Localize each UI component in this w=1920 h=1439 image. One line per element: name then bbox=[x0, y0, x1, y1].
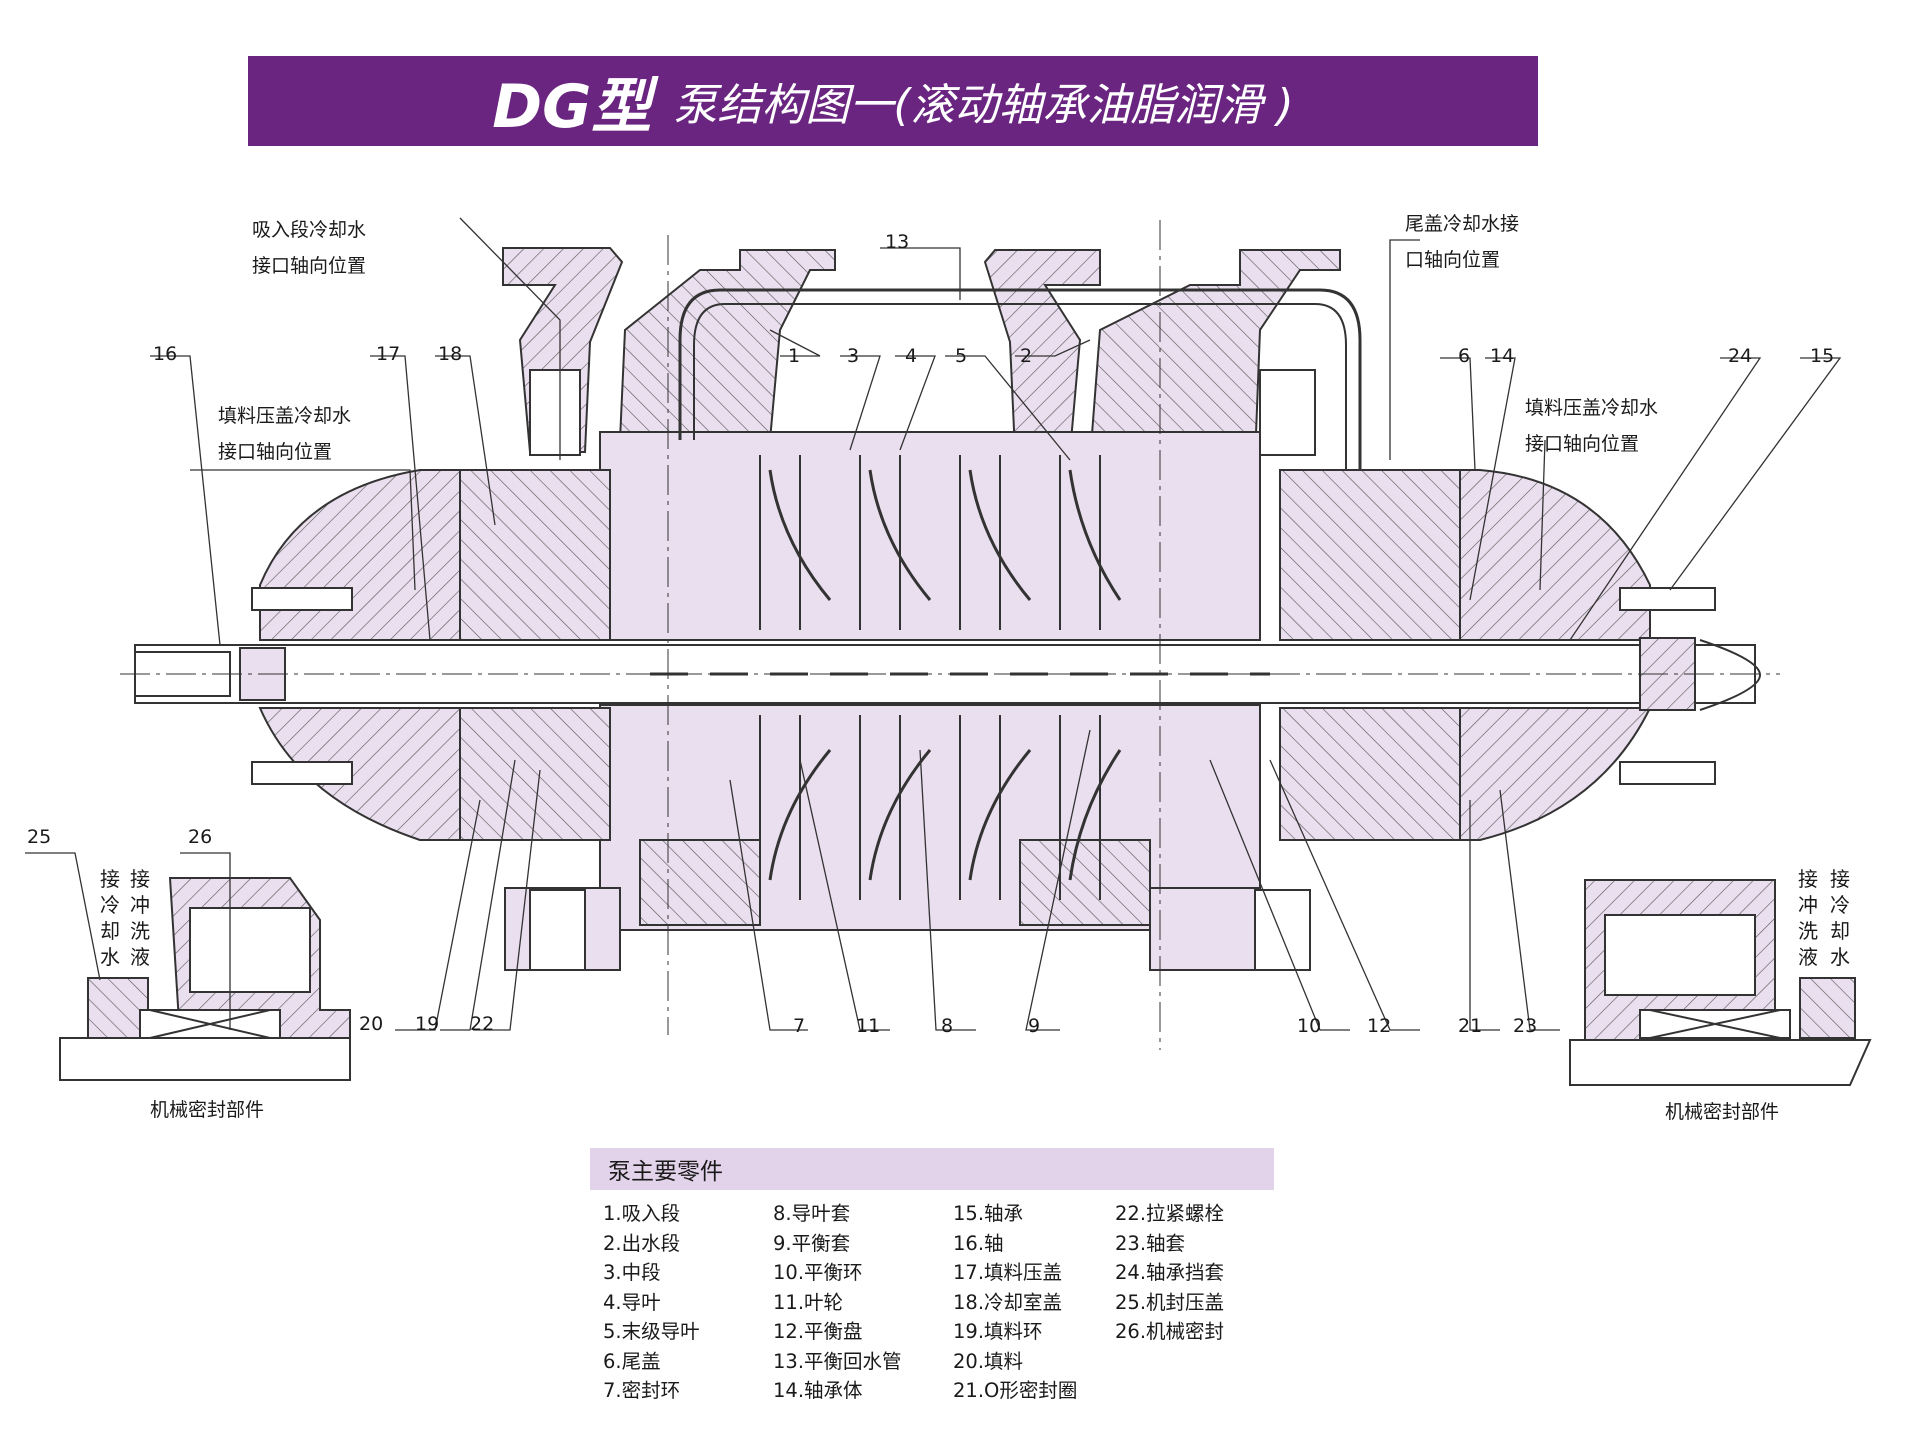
annotation-suction-cooling: 吸入段冷却水 接口轴向位置 bbox=[252, 212, 366, 284]
part-item: 13.平衡回水管 bbox=[773, 1349, 902, 1373]
part-item: 21.O形密封圈 bbox=[953, 1379, 1078, 1402]
callout-14: 14 bbox=[1490, 345, 1515, 367]
annotation-line: 口轴向位置 bbox=[1405, 249, 1501, 271]
callout-20: 20 bbox=[359, 1013, 384, 1035]
callout-3: 3 bbox=[847, 345, 860, 367]
parts-list-col1: 1.吸入段 2.出水段 3.中段 4.导叶 5.末级导叶 6.尾盖 7.密封环 bbox=[603, 1199, 700, 1406]
callout-16: 16 bbox=[153, 343, 178, 365]
mech-seal-left-caption: 机械密封部件 bbox=[150, 1099, 265, 1121]
callout-11: 11 bbox=[856, 1015, 881, 1037]
annotation-line: 尾盖冷却水接 bbox=[1405, 213, 1520, 235]
part-item: 26.机械密封 bbox=[1115, 1320, 1225, 1343]
part-item: 14.轴承体 bbox=[773, 1379, 863, 1402]
tie-bolts bbox=[251, 369, 1716, 971]
callout-19: 19 bbox=[415, 1013, 440, 1035]
part-item: 24.轴承挡套 bbox=[1115, 1261, 1225, 1284]
callout-4: 4 bbox=[905, 345, 918, 367]
parts-list-title: 泵主要零件 bbox=[608, 1159, 723, 1185]
part-item: 7.密封环 bbox=[603, 1379, 681, 1402]
part-item: 12.平衡盘 bbox=[773, 1320, 863, 1343]
seal-left-cooling-label: 接冷却水 bbox=[100, 867, 120, 969]
callout-7: 7 bbox=[793, 1015, 806, 1037]
part-item: 4.导叶 bbox=[603, 1290, 661, 1314]
part-item: 8.导叶套 bbox=[773, 1202, 851, 1225]
mech-seal-right bbox=[1569, 879, 1872, 1086]
leader-lines bbox=[25, 217, 1842, 1031]
annotation-line: 接口轴向位置 bbox=[252, 255, 367, 277]
callout-24: 24 bbox=[1728, 345, 1753, 367]
title-main: DG型 bbox=[492, 71, 652, 142]
callout-8: 8 bbox=[941, 1015, 954, 1037]
part-item: 17.填料压盖 bbox=[953, 1261, 1063, 1284]
title-banner: DG型 泵结构图一(滚动轴承油脂润滑 ) bbox=[248, 56, 1538, 146]
part-item: 22.拉紧螺栓 bbox=[1115, 1202, 1225, 1225]
part-item: 5.末级导叶 bbox=[603, 1320, 700, 1343]
callout-26: 26 bbox=[188, 826, 213, 848]
annotation-gland-cooling-right: 填料压盖冷却水 接口轴向位置 bbox=[1525, 390, 1658, 462]
callout-9: 9 bbox=[1028, 1015, 1041, 1037]
callout-1: 1 bbox=[788, 345, 801, 367]
callout-25: 25 bbox=[27, 826, 52, 848]
part-item: 6.尾盖 bbox=[603, 1349, 661, 1373]
part-item: 25.机封压盖 bbox=[1115, 1290, 1225, 1314]
part-item: 1.吸入段 bbox=[603, 1202, 681, 1225]
part-item: 19.填料环 bbox=[953, 1320, 1043, 1343]
balance-return-pipe bbox=[678, 288, 1362, 470]
seal-left-flush-label: 接冲洗液 bbox=[130, 867, 150, 969]
seal-right-cooling-label: 接冷却水 bbox=[1830, 867, 1850, 969]
callout-2: 2 bbox=[1020, 345, 1033, 367]
part-item: 2.出水段 bbox=[603, 1231, 681, 1255]
part-item: 3.中段 bbox=[603, 1261, 661, 1284]
part-item: 11.叶轮 bbox=[773, 1290, 844, 1314]
callout-23: 23 bbox=[1513, 1015, 1538, 1037]
part-item: 20.填料 bbox=[953, 1349, 1024, 1373]
callout-22: 22 bbox=[470, 1013, 495, 1035]
annotation-gland-cooling-left: 填料压盖冷却水 接口轴向位置 bbox=[218, 398, 351, 470]
part-item: 10.平衡环 bbox=[773, 1261, 863, 1284]
pump-body bbox=[258, 247, 1652, 971]
annotation-line: 接口轴向位置 bbox=[218, 441, 333, 463]
annotation-line: 吸入段冷却水 bbox=[252, 219, 367, 241]
part-item: 15.轴承 bbox=[953, 1202, 1024, 1225]
callout-18: 18 bbox=[438, 343, 463, 365]
annotation-line: 接口轴向位置 bbox=[1525, 433, 1640, 455]
callout-5: 5 bbox=[955, 345, 968, 367]
callout-21: 21 bbox=[1458, 1015, 1483, 1037]
annotation-tailcover-cooling: 尾盖冷却水接 口轴向位置 bbox=[1405, 206, 1519, 278]
part-item: 16.轴 bbox=[953, 1231, 1004, 1255]
callout-17: 17 bbox=[376, 343, 401, 365]
parts-list-header: 泵主要零件 bbox=[590, 1148, 1274, 1190]
callout-13: 13 bbox=[885, 231, 910, 253]
mech-seal-right-caption: 机械密封部件 bbox=[1665, 1101, 1780, 1123]
callout-15: 15 bbox=[1810, 345, 1835, 367]
parts-list-col2: 8.导叶套 9.平衡套 10.平衡环 11.叶轮 12.平衡盘 13.平衡回水管… bbox=[773, 1199, 902, 1406]
title-sub: 泵结构图一(滚动轴承油脂润滑 ) bbox=[673, 80, 1294, 131]
callout-10: 10 bbox=[1297, 1015, 1322, 1037]
mech-seal-left bbox=[59, 877, 351, 1081]
callout-12: 12 bbox=[1367, 1015, 1392, 1037]
parts-list-col3: 15.轴承 16.轴 17.填料压盖 18.冷却室盖 19.填料环 20.填料 … bbox=[953, 1199, 1077, 1406]
seal-right-flush-label: 接冲洗液 bbox=[1798, 867, 1818, 969]
part-item: 9.平衡套 bbox=[773, 1231, 851, 1255]
parts-list-col4: 22.拉紧螺栓 23.轴套 24.轴承挡套 25.机封压盖 26.机械密封 bbox=[1115, 1199, 1224, 1347]
part-item: 18.冷却室盖 bbox=[953, 1290, 1063, 1314]
callout-6: 6 bbox=[1458, 345, 1471, 367]
annotation-line: 填料压盖冷却水 bbox=[218, 405, 352, 427]
impeller-stages bbox=[759, 455, 1122, 900]
annotation-line: 填料压盖冷却水 bbox=[1525, 397, 1659, 419]
part-item: 23.轴套 bbox=[1115, 1231, 1186, 1255]
